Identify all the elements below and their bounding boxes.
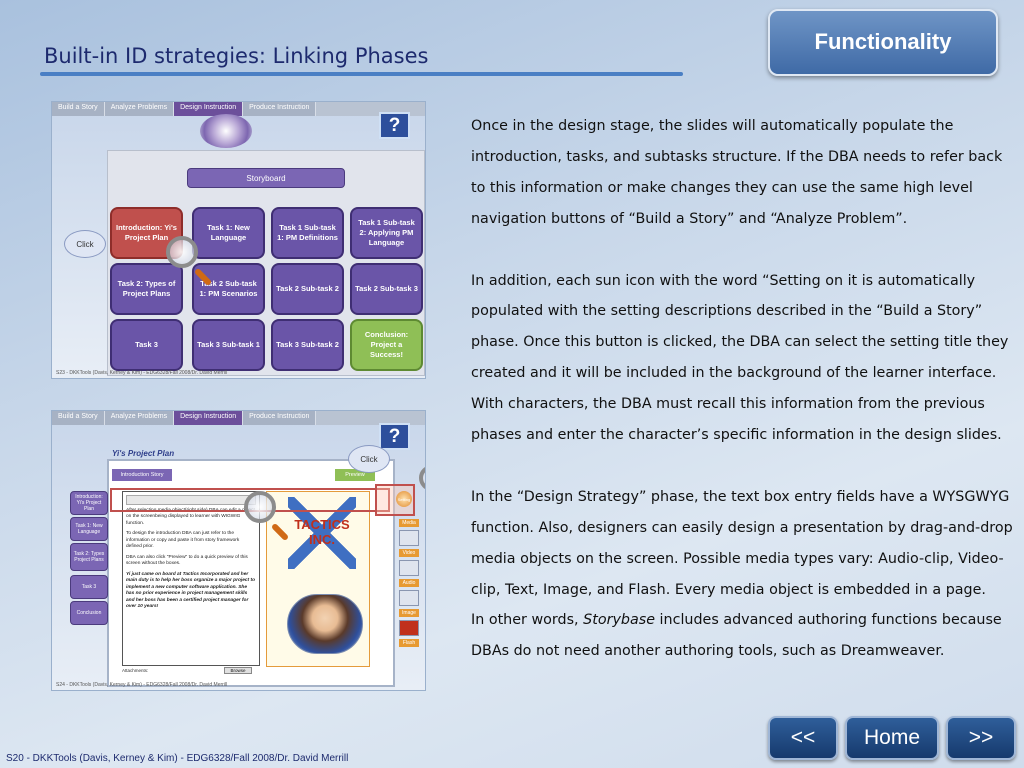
setting-sun-icon[interactable]: Setting	[396, 491, 412, 507]
cell-task3[interactable]: Task 3	[110, 319, 183, 371]
cell-task1-sub1[interactable]: Task 1 Sub-task 1: PM Definitions	[271, 207, 344, 259]
nav-task1[interactable]: Task 1: New Language	[70, 517, 108, 541]
editor-story-text: Yi just came on board at Tactics Incorpo…	[126, 571, 256, 610]
paragraph-4-prefix: In other words,	[471, 612, 584, 629]
video-icon[interactable]	[399, 530, 419, 546]
tab-analyze-problems[interactable]: Analyze Problems	[104, 102, 175, 116]
nav-task2[interactable]: Task 2: Types Project Plans	[70, 543, 108, 571]
cell-task3-sub2[interactable]: Task 3 Sub-task 2	[271, 319, 344, 371]
cell-task2-sub3[interactable]: Task 2 Sub-task 3	[350, 263, 423, 315]
paragraph-2: In addition, each sun icon with the word…	[471, 272, 1009, 444]
nav-task3[interactable]: Task 3	[70, 575, 108, 599]
prev-button[interactable]: <<	[768, 716, 838, 760]
wysiwyg-editor[interactable]: After selecting media object(right side)…	[122, 491, 260, 666]
media-toolbox: Media Video Audio Image Flash	[399, 519, 419, 647]
screenshot-footer: S24 - DKKTools (Davis, Kerney & Kim) - E…	[56, 682, 228, 688]
slide-title: Built-in ID strategies: Linking Phases	[44, 44, 429, 68]
cell-task2[interactable]: Task 2: Types of Project Plans	[110, 263, 183, 315]
page-title: Yi's Project Plan	[112, 449, 175, 458]
cell-task1-sub2[interactable]: Task 1 Sub-task 2: Applying PM Language	[350, 207, 423, 259]
cell-task2-sub1[interactable]: Task 2 Sub-task 1: PM Scenarios	[192, 263, 265, 315]
help-button[interactable]: ?	[379, 423, 410, 450]
click-callout: Click	[348, 445, 390, 473]
cell-task2-sub2[interactable]: Task 2 Sub-task 2	[271, 263, 344, 315]
flash-label: Flash	[399, 639, 419, 647]
paragraph-4-suffix: includes advanced authoring functions be…	[471, 612, 1002, 660]
paragraph-1: Once in the design stage, the slides wil…	[471, 118, 1003, 227]
image-icon[interactable]	[399, 590, 419, 606]
title-rule	[40, 72, 683, 76]
editor-text: DBA can also click "Preview" to do a qui…	[126, 554, 248, 567]
storybase-emphasis: Storybase	[583, 612, 655, 629]
tab-design-instruction[interactable]: Design Instruction	[174, 102, 244, 116]
image-label: Image	[399, 609, 419, 617]
intro-tab[interactable]: Introduction Story	[112, 469, 172, 481]
tab-build-a-story[interactable]: Build a Story	[52, 102, 105, 116]
audio-icon[interactable]	[399, 560, 419, 576]
paragraph-4: In other words, Storybase includes advan…	[471, 605, 1019, 667]
click-callout: Click	[64, 230, 106, 258]
character-photo[interactable]	[287, 594, 363, 654]
phase-tabs: Build a Story Analyze Problems Design In…	[52, 102, 425, 116]
tactics-logo: TACTICS INC.	[288, 497, 356, 569]
flash-icon[interactable]	[399, 620, 419, 636]
storyboard-screenshot: Build a Story Analyze Problems Design In…	[51, 101, 426, 379]
attachments-label: Attachments:	[122, 668, 149, 673]
cell-task1[interactable]: Task 1: New Language	[192, 207, 265, 259]
tab-build-a-story[interactable]: Build a Story	[52, 411, 105, 425]
screenshot-footer: S23 - DKKTools (Davis, Kerney & Kim) - E…	[56, 370, 228, 376]
phase-tabs: Build a Story Analyze Problems Design In…	[52, 411, 425, 425]
cell-task3-sub1[interactable]: Task 3 Sub-task 1	[192, 319, 265, 371]
tab-produce-instruction[interactable]: Produce Instruction	[243, 102, 317, 116]
paragraph-3: In the “Design Strategy” phase, the text…	[471, 488, 1013, 598]
browse-button[interactable]: Browse	[224, 667, 252, 674]
functionality-button[interactable]: Functionality	[768, 9, 998, 76]
editor-text: To design the introduction DBA can just …	[126, 531, 240, 550]
home-button[interactable]: Home	[845, 716, 939, 760]
tab-produce-instruction[interactable]: Produce Instruction	[243, 411, 317, 425]
slide-footer: S20 - DKKTools (Davis, Kerney & Kim) - E…	[6, 753, 349, 764]
magnifier-icon	[419, 465, 425, 491]
tab-design-instruction[interactable]: Design Instruction	[174, 411, 244, 425]
magnifier-icon	[244, 491, 276, 523]
audio-label: Audio	[399, 579, 419, 587]
description-text: Once in the design stage, the slides wil…	[471, 111, 1019, 667]
logo-swirl-icon	[200, 114, 252, 148]
magnifier-icon	[166, 236, 198, 268]
setting-highlight	[375, 484, 415, 516]
next-button[interactable]: >>	[946, 716, 1016, 760]
design-editor-screenshot: Build a Story Analyze Problems Design In…	[51, 410, 426, 691]
nav-introduction[interactable]: Introduction: Yi's Project Plan	[70, 491, 108, 515]
nav-conclusion[interactable]: Conclusion	[70, 601, 108, 625]
storyboard-label: Storyboard	[187, 168, 345, 188]
help-button[interactable]: ?	[379, 112, 410, 139]
video-label: Video	[399, 549, 419, 557]
tab-analyze-problems[interactable]: Analyze Problems	[104, 411, 175, 425]
media-label: Media	[399, 519, 419, 527]
cell-conclusion[interactable]: Conclusion: Project a Success!	[350, 319, 423, 371]
